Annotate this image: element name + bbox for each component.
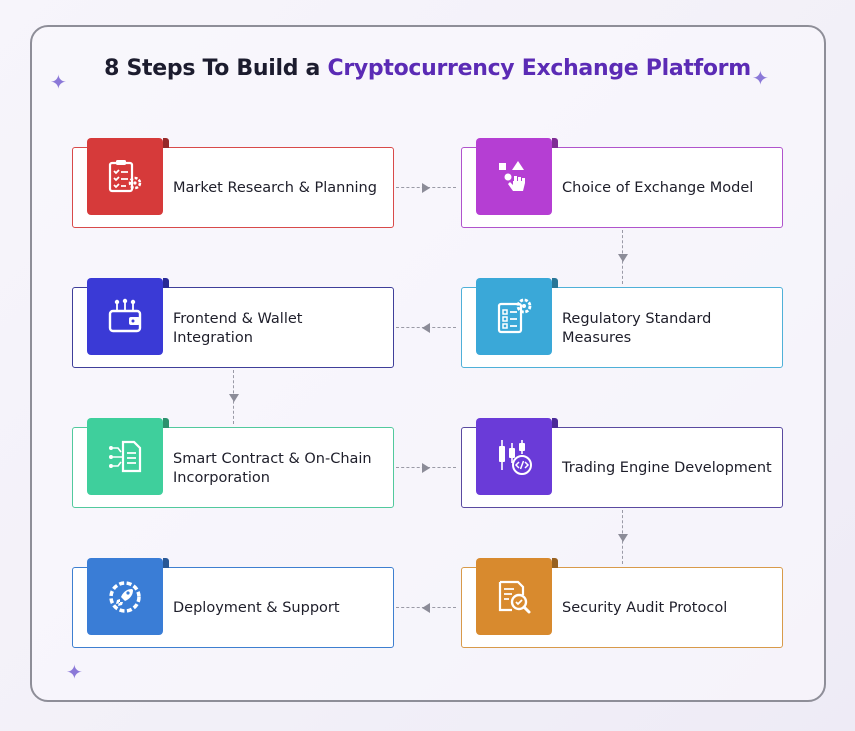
step-deployment-support: Deployment & Support [72, 558, 394, 648]
step-badge [476, 138, 552, 215]
sparkle-icon: ✦ [50, 70, 67, 94]
step-badge [476, 278, 552, 355]
step-market-research: Market Research & Planning [72, 138, 394, 228]
arrow-down-icon [618, 254, 628, 262]
step-badge [87, 418, 163, 495]
title-prefix: 8 Steps To Build a [104, 56, 328, 81]
sparkle-icon: ✦ [66, 660, 83, 684]
step-label: Smart Contract & On-Chain Incorporation [173, 450, 372, 486]
document-search-icon [498, 580, 531, 613]
step-trading-engine: Trading Engine Development [461, 418, 783, 508]
diagram-title: 8 Steps To Build a Cryptocurrency Exchan… [0, 56, 855, 81]
hand-pointer-shapes-icon [499, 160, 525, 191]
arrow-right-icon [422, 183, 430, 193]
sparkle-icon: ✦ [752, 66, 769, 90]
step-security-audit: Security Audit Protocol [461, 558, 783, 648]
clipboard-gear-icon [108, 159, 142, 192]
step-badge [87, 558, 163, 635]
step-badge [476, 418, 552, 495]
step-label: Choice of Exchange Model [562, 180, 754, 196]
step-label: Trading Engine Development [562, 460, 772, 476]
step-label: Frontend & Wallet Integration [173, 310, 303, 346]
arrow-left-icon [422, 323, 430, 333]
arrow-down-icon [618, 534, 628, 542]
arrow-down-icon [229, 394, 239, 402]
step-badge [87, 278, 163, 355]
step-badge [476, 558, 552, 635]
step-label: Market Research & Planning [173, 180, 377, 196]
step-label: Security Audit Protocol [562, 600, 728, 616]
wallet-icon [108, 298, 142, 332]
circuit-document-icon [109, 440, 142, 472]
step-label: Deployment & Support [173, 600, 340, 616]
title-accent: Cryptocurrency Exchange Platform [327, 56, 751, 81]
step-smart-contract: Smart Contract & On-Chain Incorporation [72, 418, 394, 508]
candlestick-code-icon [499, 439, 532, 475]
step-frontend-wallet: Frontend & Wallet Integration [72, 278, 394, 368]
checklist-gear-icon [497, 298, 532, 333]
arrow-right-icon [422, 463, 430, 473]
step-regulatory: Regulatory Standard Measures [461, 278, 783, 368]
step-exchange-model: Choice of Exchange Model [461, 138, 783, 228]
arrow-left-icon [422, 603, 430, 613]
step-badge [87, 138, 163, 215]
step-label: Regulatory Standard Measures [562, 310, 712, 346]
rocket-gear-icon [109, 580, 141, 613]
